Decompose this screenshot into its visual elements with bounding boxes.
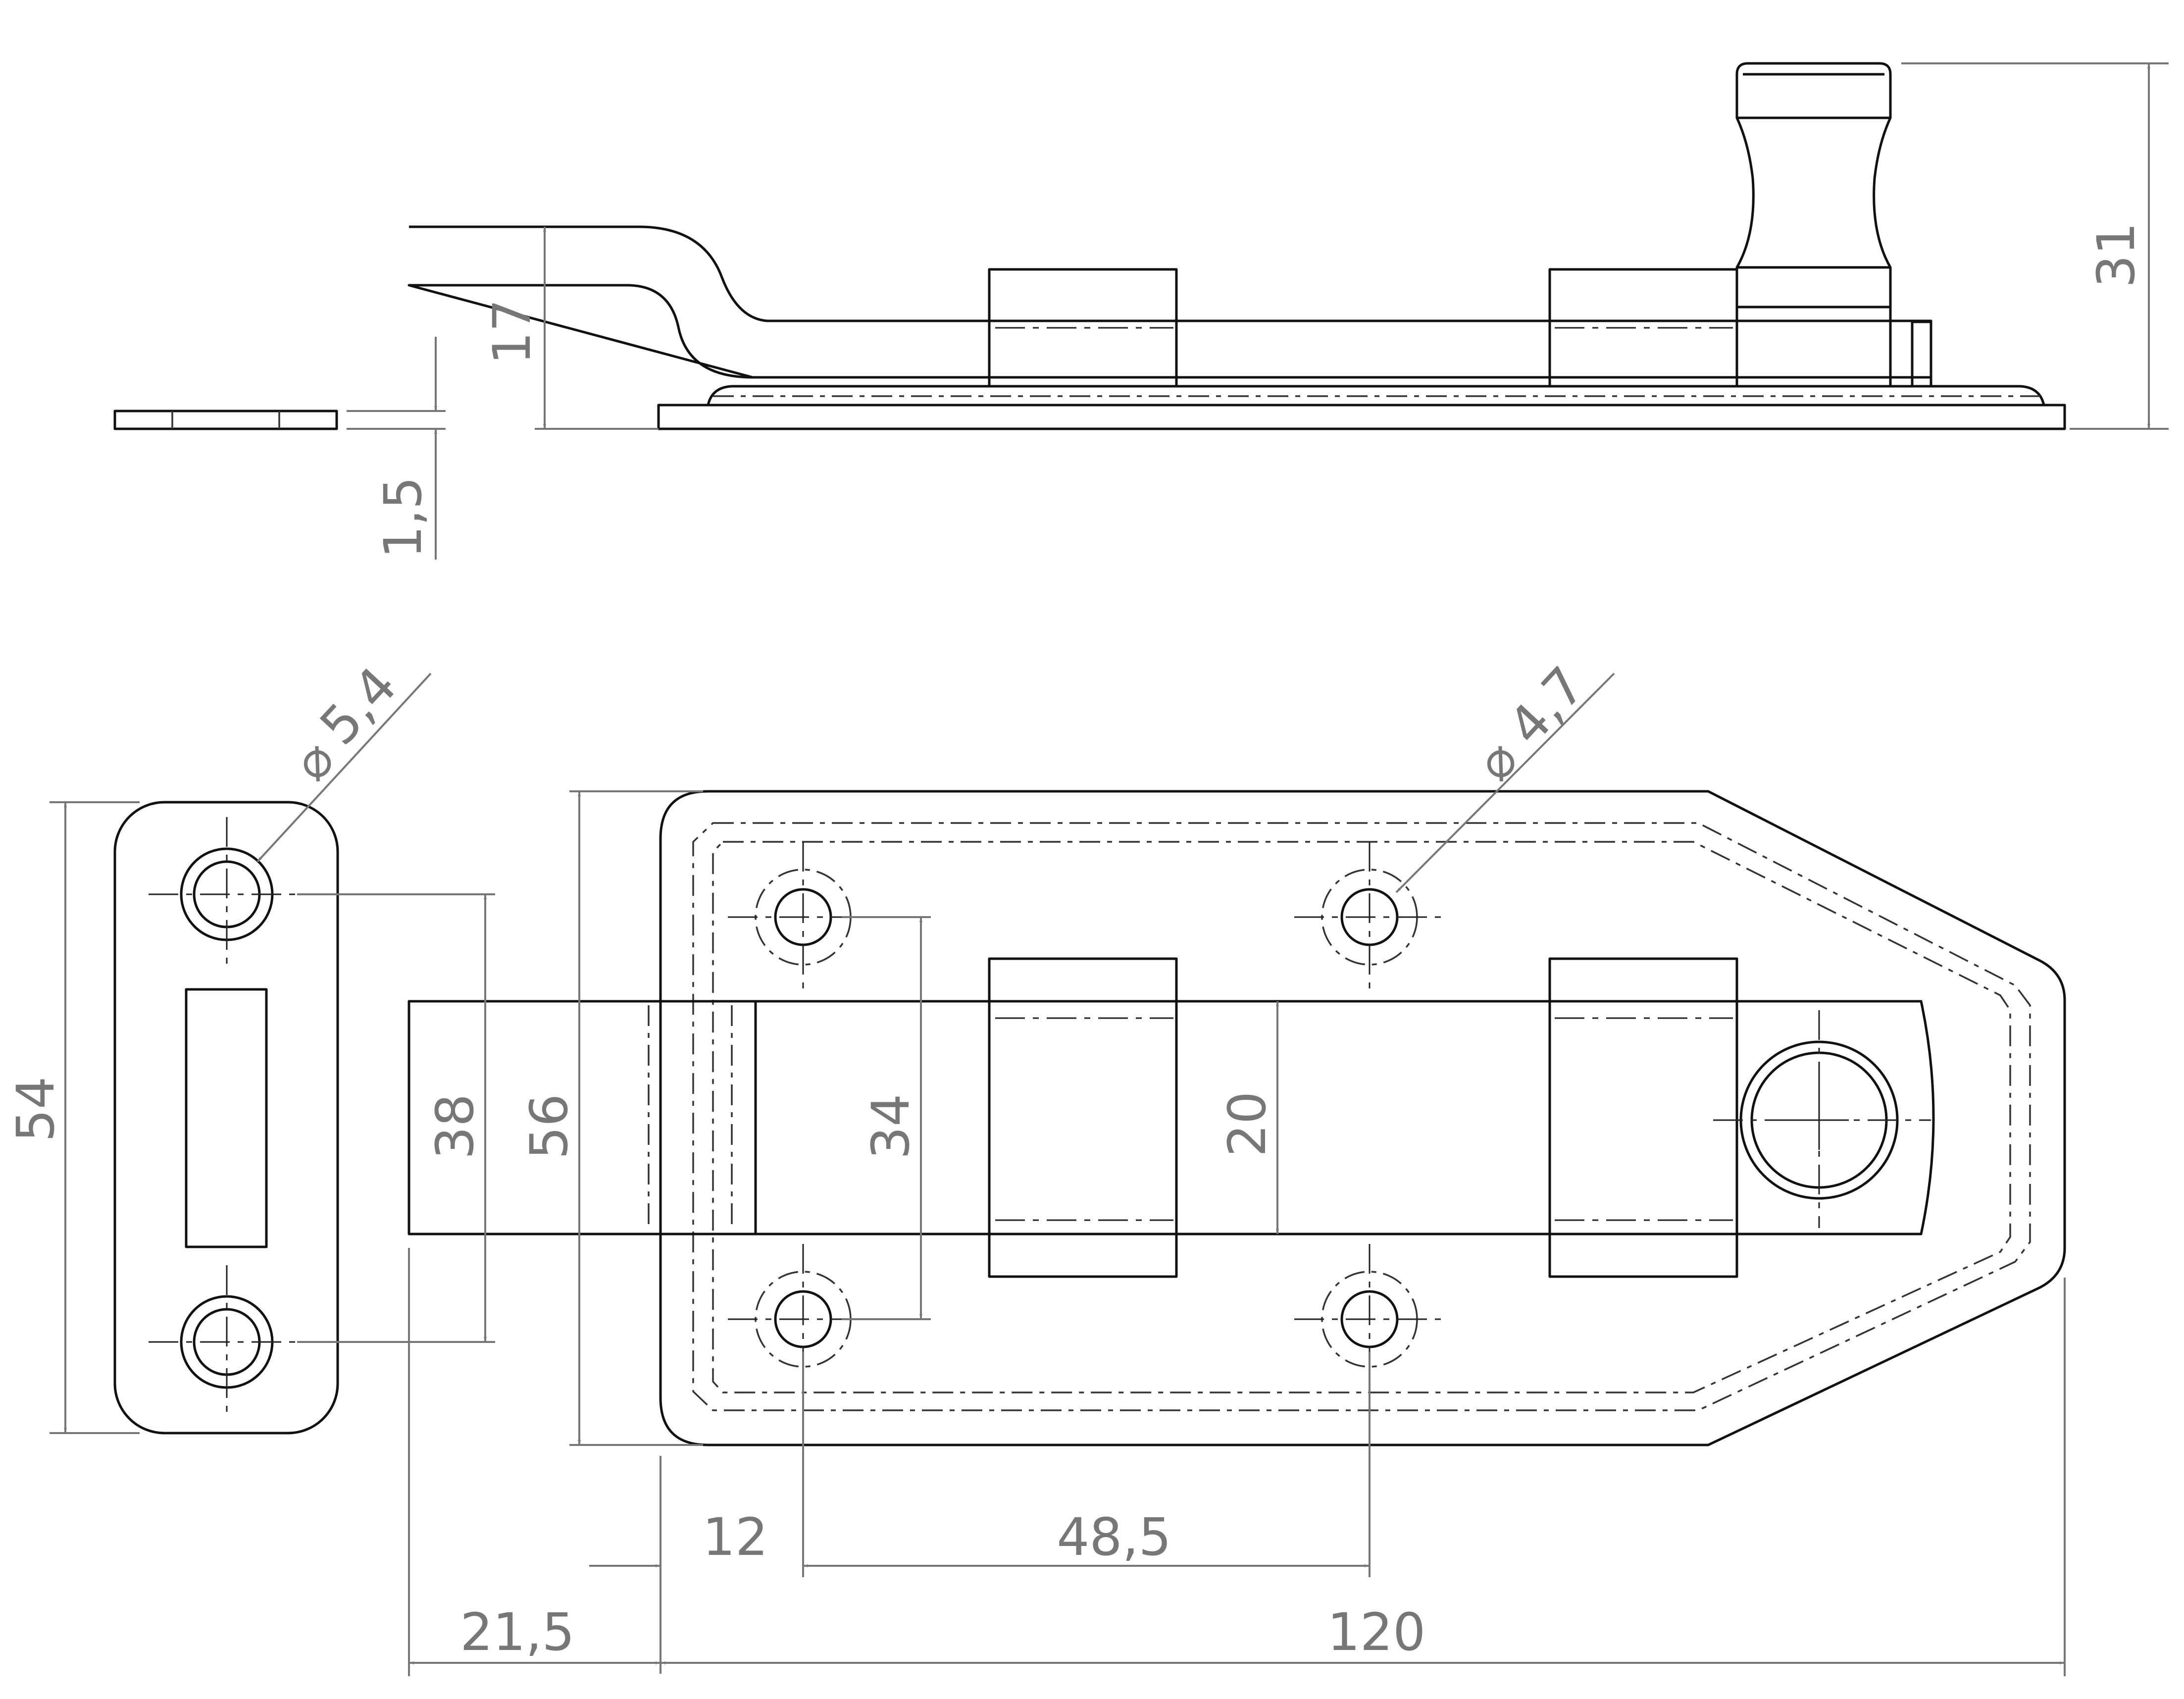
side-view <box>113 62 2066 430</box>
dim-symbol-dia-4-7: ⌀ <box>1465 728 1530 792</box>
base-plate-side <box>657 404 2066 430</box>
dim-21-5-120: 21,5 120 <box>408 1248 2066 1676</box>
knob-front <box>1713 1010 1931 1228</box>
dim-text-120: 120 <box>1327 1602 1426 1662</box>
dim-54: 54 <box>5 801 140 1434</box>
dim-17: 17 <box>482 227 659 430</box>
front-view <box>113 790 2066 1446</box>
keeper-left-front <box>988 957 1178 1278</box>
dim-text-1-5: 1,5 <box>373 476 433 558</box>
plate-hole-tr <box>1294 842 1445 993</box>
dim-1-5: 1,5 <box>347 337 446 560</box>
dim-12-48-5: 12 48,5 <box>589 1352 1371 1674</box>
strike-plate-side <box>113 410 338 430</box>
dim-text-dia-5-4: 5,4 <box>308 655 408 756</box>
dim-text-dia-4-7: 4,7 <box>1497 655 1597 756</box>
dim-38: 38 <box>297 893 495 1343</box>
bolt-end-tab <box>1911 320 1932 388</box>
bolt-front <box>407 1000 1935 1236</box>
dim-text-34: 34 <box>861 1094 921 1159</box>
dim-text-48-5: 48,5 <box>1057 1507 1171 1567</box>
strike-hole-bottom <box>149 1265 305 1419</box>
dim-text-56: 56 <box>519 1094 579 1159</box>
keeper-left-side <box>988 268 1178 388</box>
dim-31: 31 <box>1901 62 2169 430</box>
dim-text-20: 20 <box>1217 1091 1277 1157</box>
bolt-side <box>407 225 1932 386</box>
dim-text-21-5: 21,5 <box>460 1602 575 1662</box>
base-plate-raised-front <box>692 822 2031 1411</box>
strike-slot <box>185 988 268 1248</box>
base-plate-front <box>659 790 2066 1446</box>
dim-text-54: 54 <box>5 1077 66 1142</box>
dimensions: 17 1,5 31 ⌀ 5,4 ⌀ 4,7 <box>5 62 2169 1676</box>
dim-56: 56 <box>519 790 703 1446</box>
dim-text-12: 12 <box>703 1507 768 1567</box>
dim-dia-4-7: ⌀ 4,7 <box>1395 655 1615 893</box>
dim-text-17: 17 <box>482 299 542 364</box>
dim-text-38: 38 <box>425 1094 485 1159</box>
strike-plate-front <box>113 801 339 1435</box>
dim-text-31: 31 <box>2086 222 2146 288</box>
dim-dia-5-4: ⌀ 5,4 <box>256 655 432 863</box>
knob-side <box>1735 62 1892 386</box>
dim-34: 34 <box>842 916 931 1320</box>
strike-hole-top <box>149 817 305 971</box>
dim-20: 20 <box>1217 1001 1279 1234</box>
keeper-right-front <box>1548 957 1738 1278</box>
